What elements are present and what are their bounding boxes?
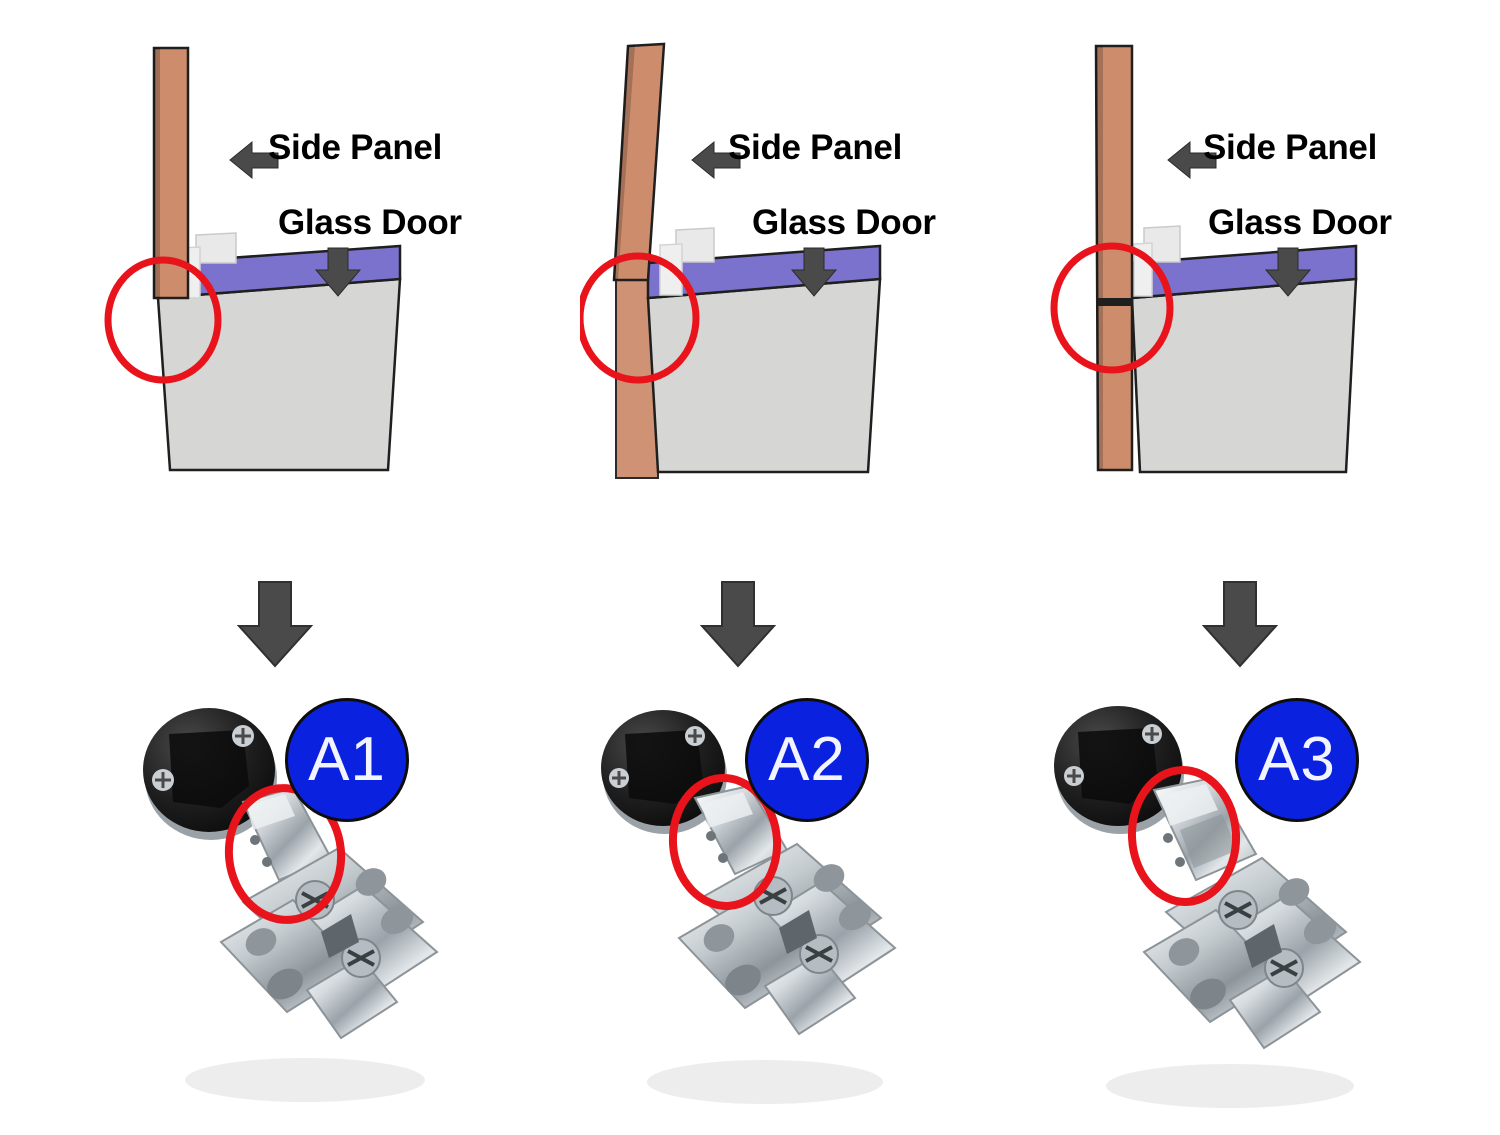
- down-arrow-icon: [699, 581, 777, 668]
- diagram-a1-graphic: [104, 46, 402, 472]
- diagram-a2-graphic: [580, 42, 882, 479]
- diagram-a3: Side Panel Glass Door: [1040, 30, 1500, 500]
- side-panel-board: [612, 42, 666, 282]
- down-arrow-icon: [790, 247, 838, 297]
- side-panel-label: Side Panel: [728, 128, 903, 167]
- cup-recess: [169, 730, 249, 808]
- hinge-a1-photo: [143, 708, 439, 1102]
- diagram-a1: Side Panel Glass Door: [100, 30, 560, 500]
- hinge-a2-photo: [601, 710, 897, 1104]
- hinge-shadow: [185, 1058, 425, 1102]
- hinge-shadow: [1106, 1064, 1354, 1108]
- chrome-mounting-plate: [677, 842, 897, 1036]
- transition-arrow-3: [1200, 578, 1280, 670]
- side-panel-shadow-edge: [154, 48, 160, 298]
- hinge-a3: A3: [1030, 690, 1450, 1120]
- concealed-hinge-ghost: [195, 232, 237, 264]
- down-arrow-icon: [1201, 581, 1279, 668]
- transition-arrow-1: [235, 578, 315, 670]
- down-arrow-icon: [314, 247, 362, 297]
- red-circle-highlight: [580, 252, 700, 384]
- side-panel-notch: [1098, 298, 1132, 306]
- down-arrow-icon: [236, 581, 314, 668]
- hinge-a1: A1: [125, 690, 545, 1120]
- glass-door-body: [646, 277, 882, 474]
- hinge-badge-a1: A1: [285, 698, 409, 822]
- glass-door-label: Glass Door: [1208, 203, 1392, 242]
- side-panel-shadow-edge: [1096, 46, 1103, 470]
- cup-recess: [625, 730, 703, 804]
- glass-door-label: Glass Door: [752, 203, 936, 242]
- hinge-shadow: [647, 1060, 883, 1104]
- hinge-a2: A2: [585, 690, 1005, 1120]
- side-panel-label: Side Panel: [268, 128, 443, 167]
- glass-door-body: [156, 277, 402, 472]
- chrome-mounting-plate: [219, 846, 439, 1040]
- down-arrow-icon: [1264, 247, 1312, 297]
- hinge-badge-a2: A2: [745, 698, 869, 822]
- red-circle-highlight: [104, 256, 222, 384]
- hinge-badge-a3: A3: [1235, 698, 1359, 822]
- diagram-a3-graphic: [1050, 44, 1358, 474]
- left-arrow-icon: [1167, 140, 1217, 180]
- side-panel-shadow-edge: [614, 45, 635, 280]
- red-circle-highlight: [224, 784, 346, 924]
- left-arrow-icon: [229, 140, 279, 180]
- red-circle-highlight: [1127, 766, 1241, 906]
- hinge-a3-photo: [1054, 706, 1362, 1108]
- glass-door-body: [1130, 277, 1358, 474]
- diagram-a2: Side Panel Glass Door: [580, 30, 1040, 500]
- cup-recess: [1078, 728, 1158, 804]
- side-panel-label: Side Panel: [1203, 128, 1378, 167]
- glass-door-label: Glass Door: [278, 203, 462, 242]
- red-circle-highlight: [668, 774, 782, 910]
- left-arrow-icon: [691, 140, 741, 180]
- transition-arrow-2: [698, 578, 778, 670]
- side-panel-board: [1094, 44, 1134, 472]
- side-panel-board: [152, 46, 190, 300]
- red-circle-highlight: [1050, 242, 1174, 374]
- chrome-mounting-plate: [1142, 856, 1362, 1050]
